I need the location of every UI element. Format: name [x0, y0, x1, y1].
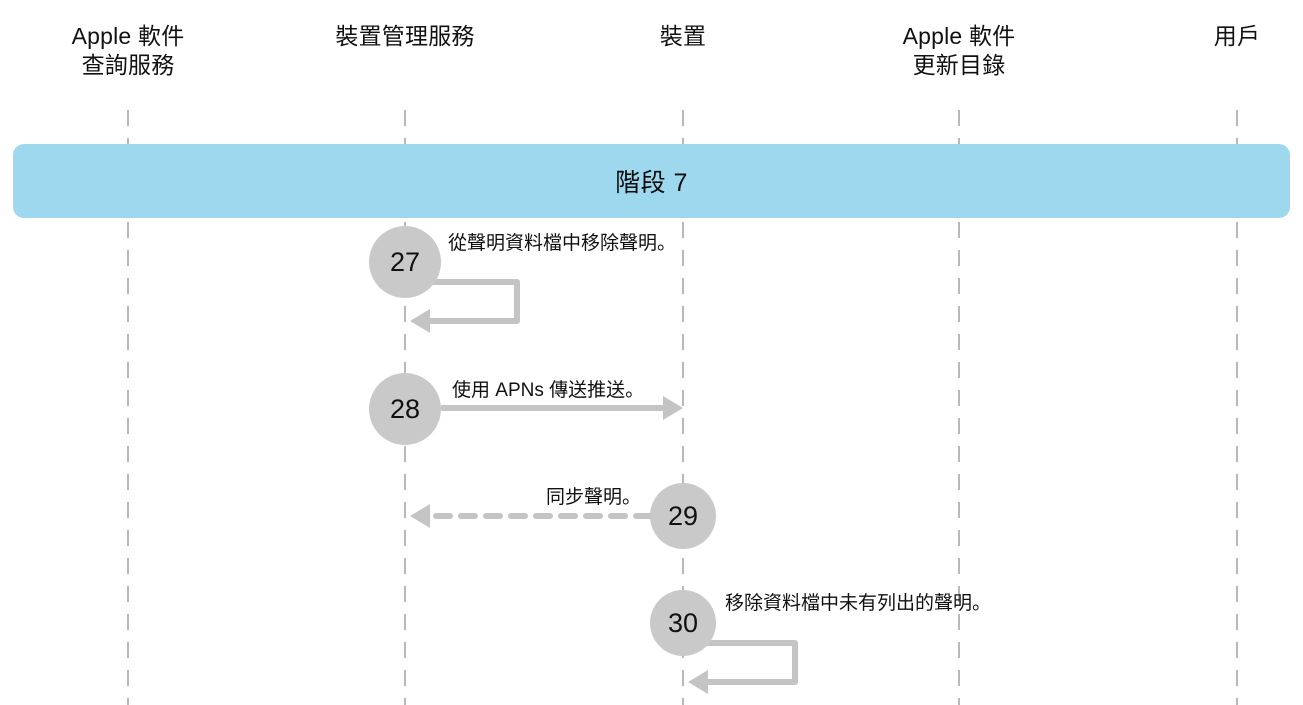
- participant-device-management-service: 裝置管理服務: [335, 23, 475, 49]
- message-27: [405, 279, 520, 333]
- lifeline-apple-software-update-catalog: [958, 110, 960, 705]
- message-29: [410, 504, 653, 528]
- arrow-head-28: [663, 396, 683, 420]
- message-label-27: 從聲明資料檔中移除聲明。: [448, 233, 677, 254]
- message-28: [441, 396, 683, 420]
- step-number-27: 27: [369, 226, 441, 298]
- lifeline-user: [1236, 110, 1238, 705]
- message-label-28: 使用 APNs 傳送推送。: [452, 380, 645, 401]
- participant-apple-software-update-catalog: Apple 軟件 更新目錄: [902, 23, 1016, 78]
- self-loop-path-30: [683, 640, 798, 685]
- lifeline-apple-software-lookup-service: [127, 110, 129, 705]
- step-number-28: 28: [369, 373, 441, 445]
- participant-device: 裝置: [659, 23, 707, 49]
- phase-banner-label: 階段 7: [615, 169, 688, 197]
- arrow-head-27: [410, 309, 430, 333]
- lifeline-device: [682, 110, 684, 705]
- self-loop-path-27: [405, 279, 520, 324]
- arrow-head-29: [410, 504, 430, 528]
- message-30: [683, 640, 798, 694]
- participant-apple-software-lookup-service: Apple 軟件 查詢服務: [71, 23, 185, 78]
- step-number-29: 29: [650, 483, 716, 549]
- message-label-29: 同步聲明。: [545, 487, 641, 508]
- message-label-30: 移除資料檔中未有列出的聲明。: [725, 593, 992, 614]
- step-number-30: 30: [650, 590, 716, 656]
- participant-user: 用戶: [1213, 23, 1261, 49]
- arrow-head-30: [688, 670, 708, 694]
- phase-banner: 階段 7: [13, 144, 1290, 218]
